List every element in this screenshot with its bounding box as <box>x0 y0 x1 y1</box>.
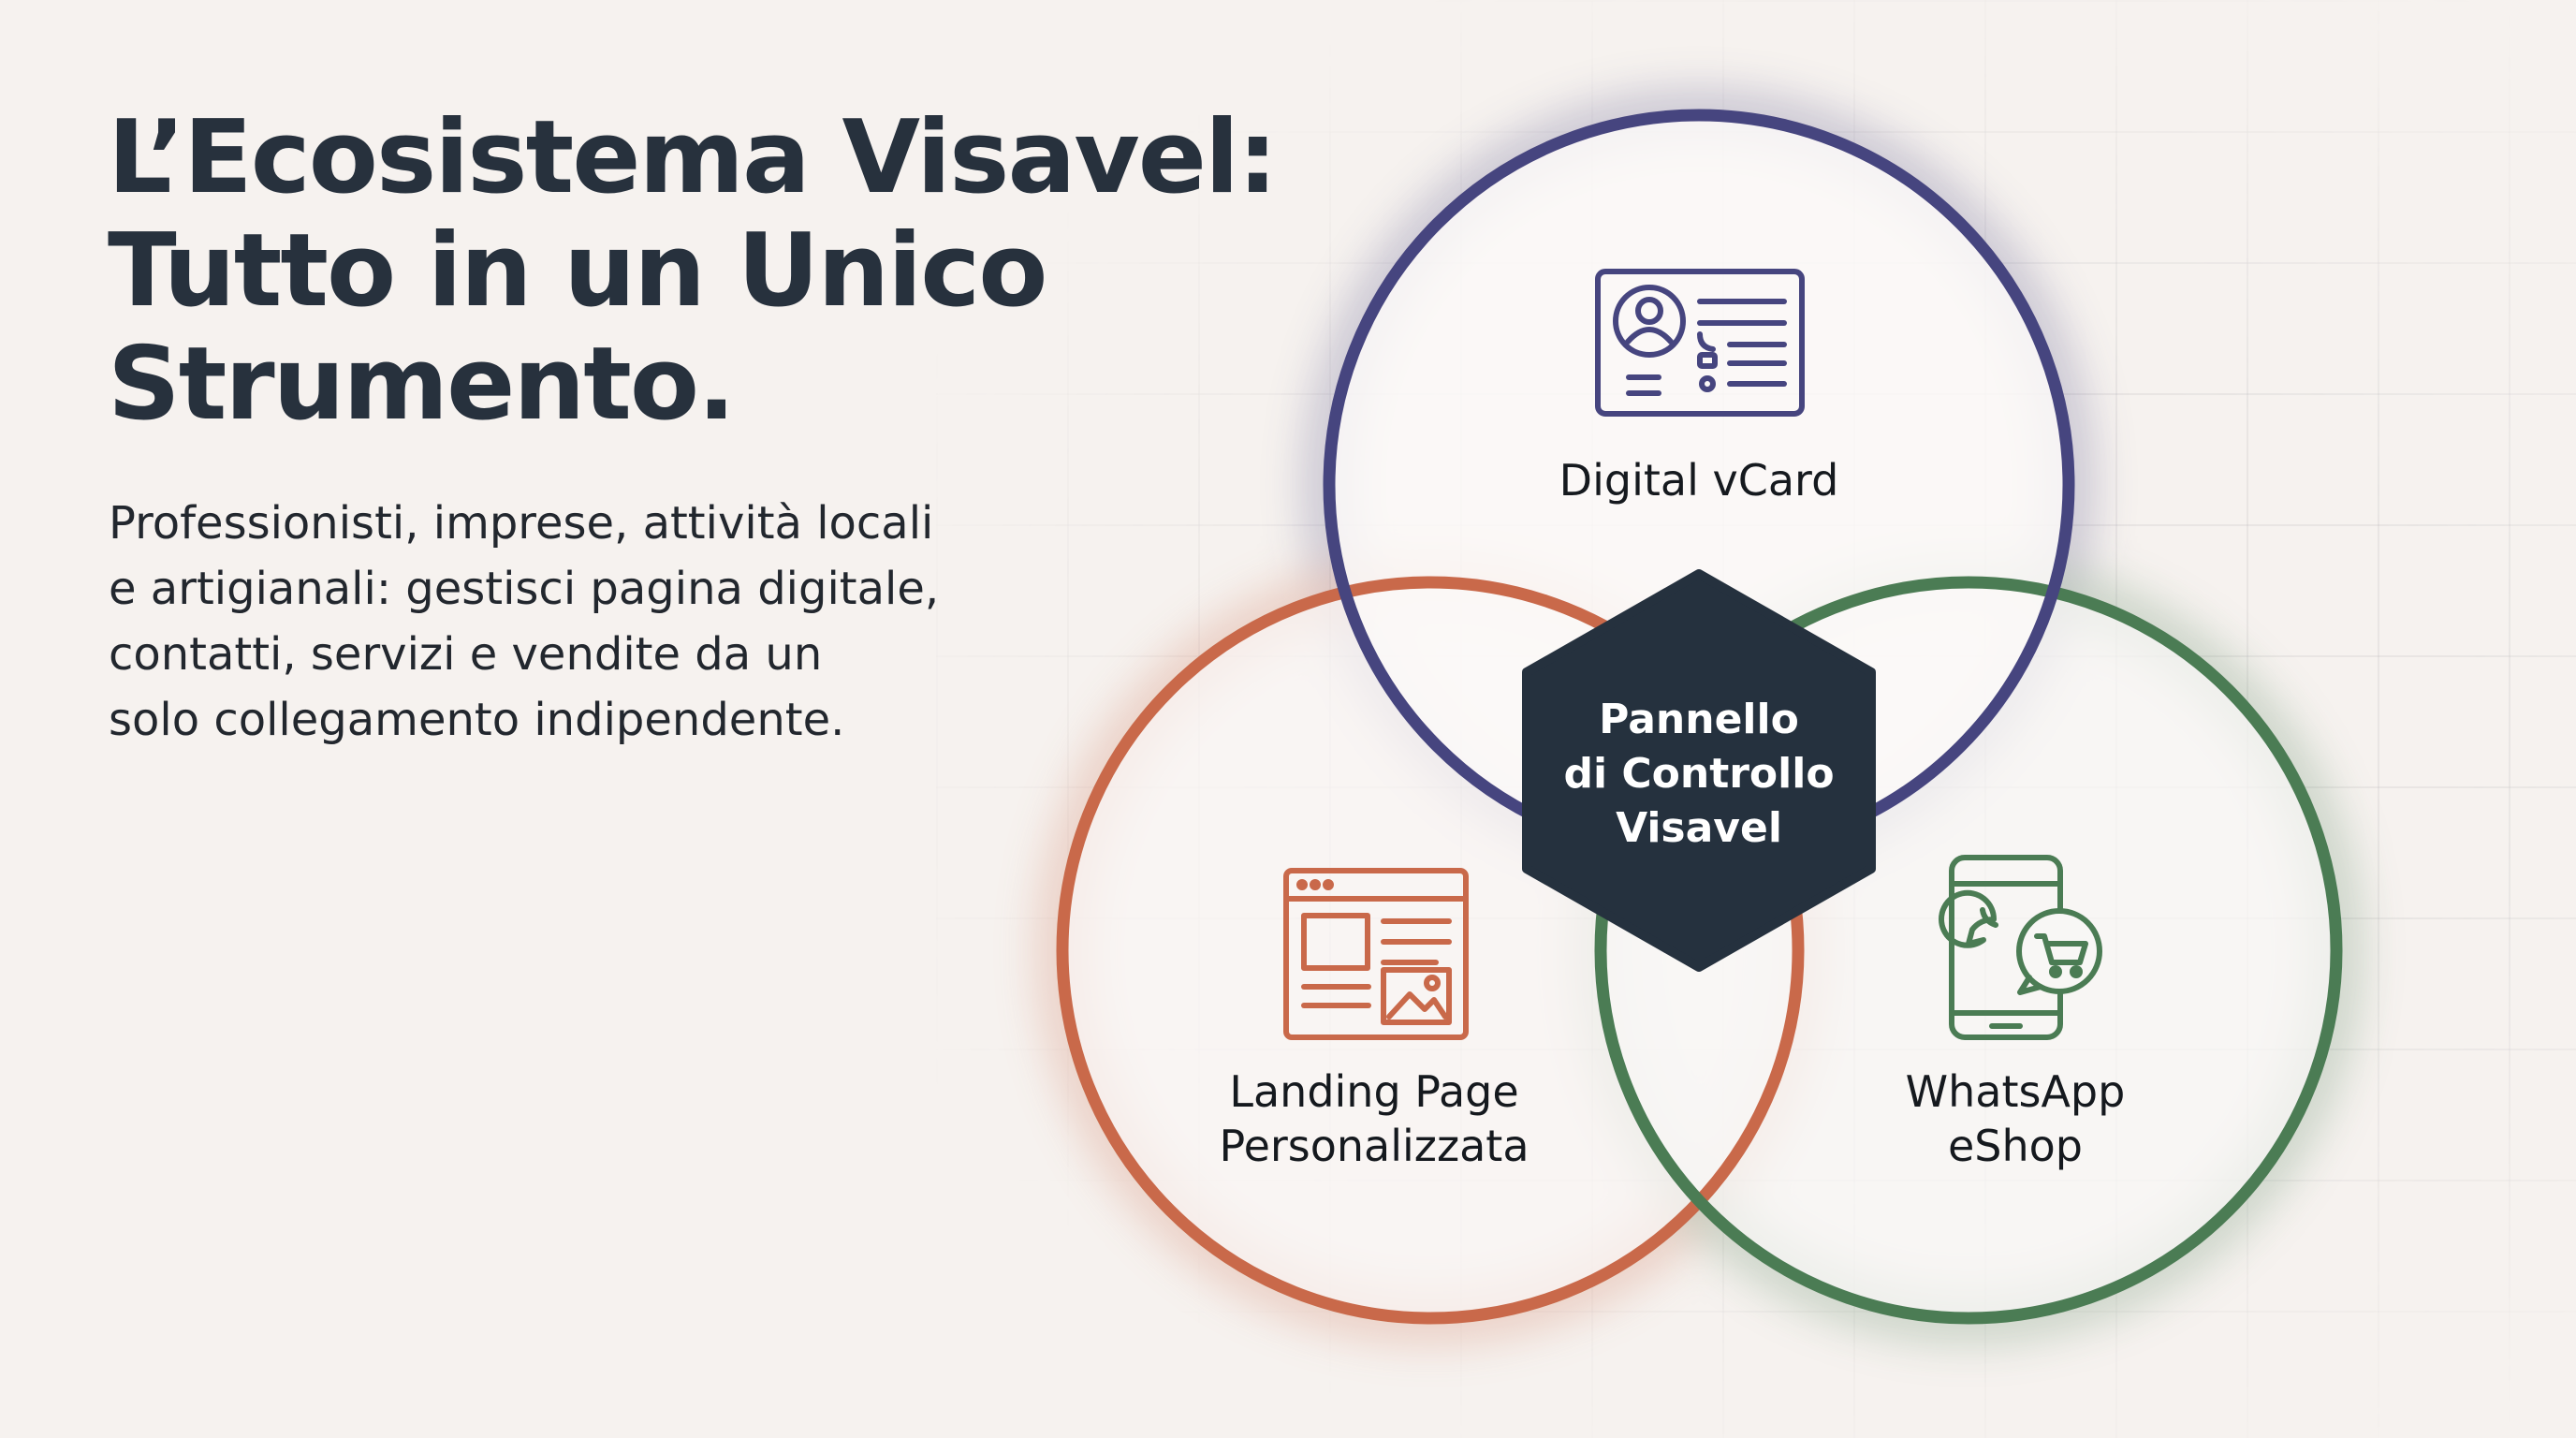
landing-page-label: Landing Page Personalizzata <box>1187 1064 1561 1173</box>
whatsapp-eshop-circle <box>1594 576 2343 1325</box>
circle-label-line: eShop <box>1948 1121 2083 1171</box>
hub-label-line: di Controllo <box>1563 750 1835 798</box>
page-title: L’Ecosistema Visavel: Tutto in un Unico … <box>108 101 1325 441</box>
title-line: Tutto in un Unico <box>108 213 1047 330</box>
description: Professionisti, imprese, attività locali… <box>109 491 1045 753</box>
circle-label-line: Landing Page <box>1229 1066 1519 1117</box>
web-page-icon <box>1283 868 1469 1040</box>
description-line: solo collegamento indipendente. <box>109 694 845 746</box>
hub-label-line: Visavel <box>1616 804 1782 852</box>
control-panel-label: Pannello di Controllo Visavel <box>1512 693 1886 856</box>
hub-label-line: Pannello <box>1599 696 1799 743</box>
phone-shop-icon <box>1939 855 2102 1040</box>
title-line: L’Ecosistema Visavel: <box>108 99 1278 216</box>
whatsapp-eshop-label: WhatsApp eShop <box>1828 1064 2203 1173</box>
description-line: e artigianali: gestisci pagina digitale, <box>109 563 940 615</box>
title-line: Strumento. <box>108 326 736 443</box>
id-card-icon <box>1595 269 1805 417</box>
control-panel-hexagon <box>1522 569 1876 972</box>
circle-label-line: WhatsApp <box>1905 1066 2126 1117</box>
digital-vcard-label: Digital vCard <box>1512 453 1886 507</box>
description-line: contatti, servizi e vendite da un <box>109 628 823 681</box>
description-line: Professionisti, imprese, attività locali <box>109 497 934 550</box>
circle-label-line: Digital vCard <box>1559 455 1839 506</box>
circle-label-line: Personalizzata <box>1219 1121 1530 1171</box>
landing-page-circle <box>1056 576 1805 1325</box>
